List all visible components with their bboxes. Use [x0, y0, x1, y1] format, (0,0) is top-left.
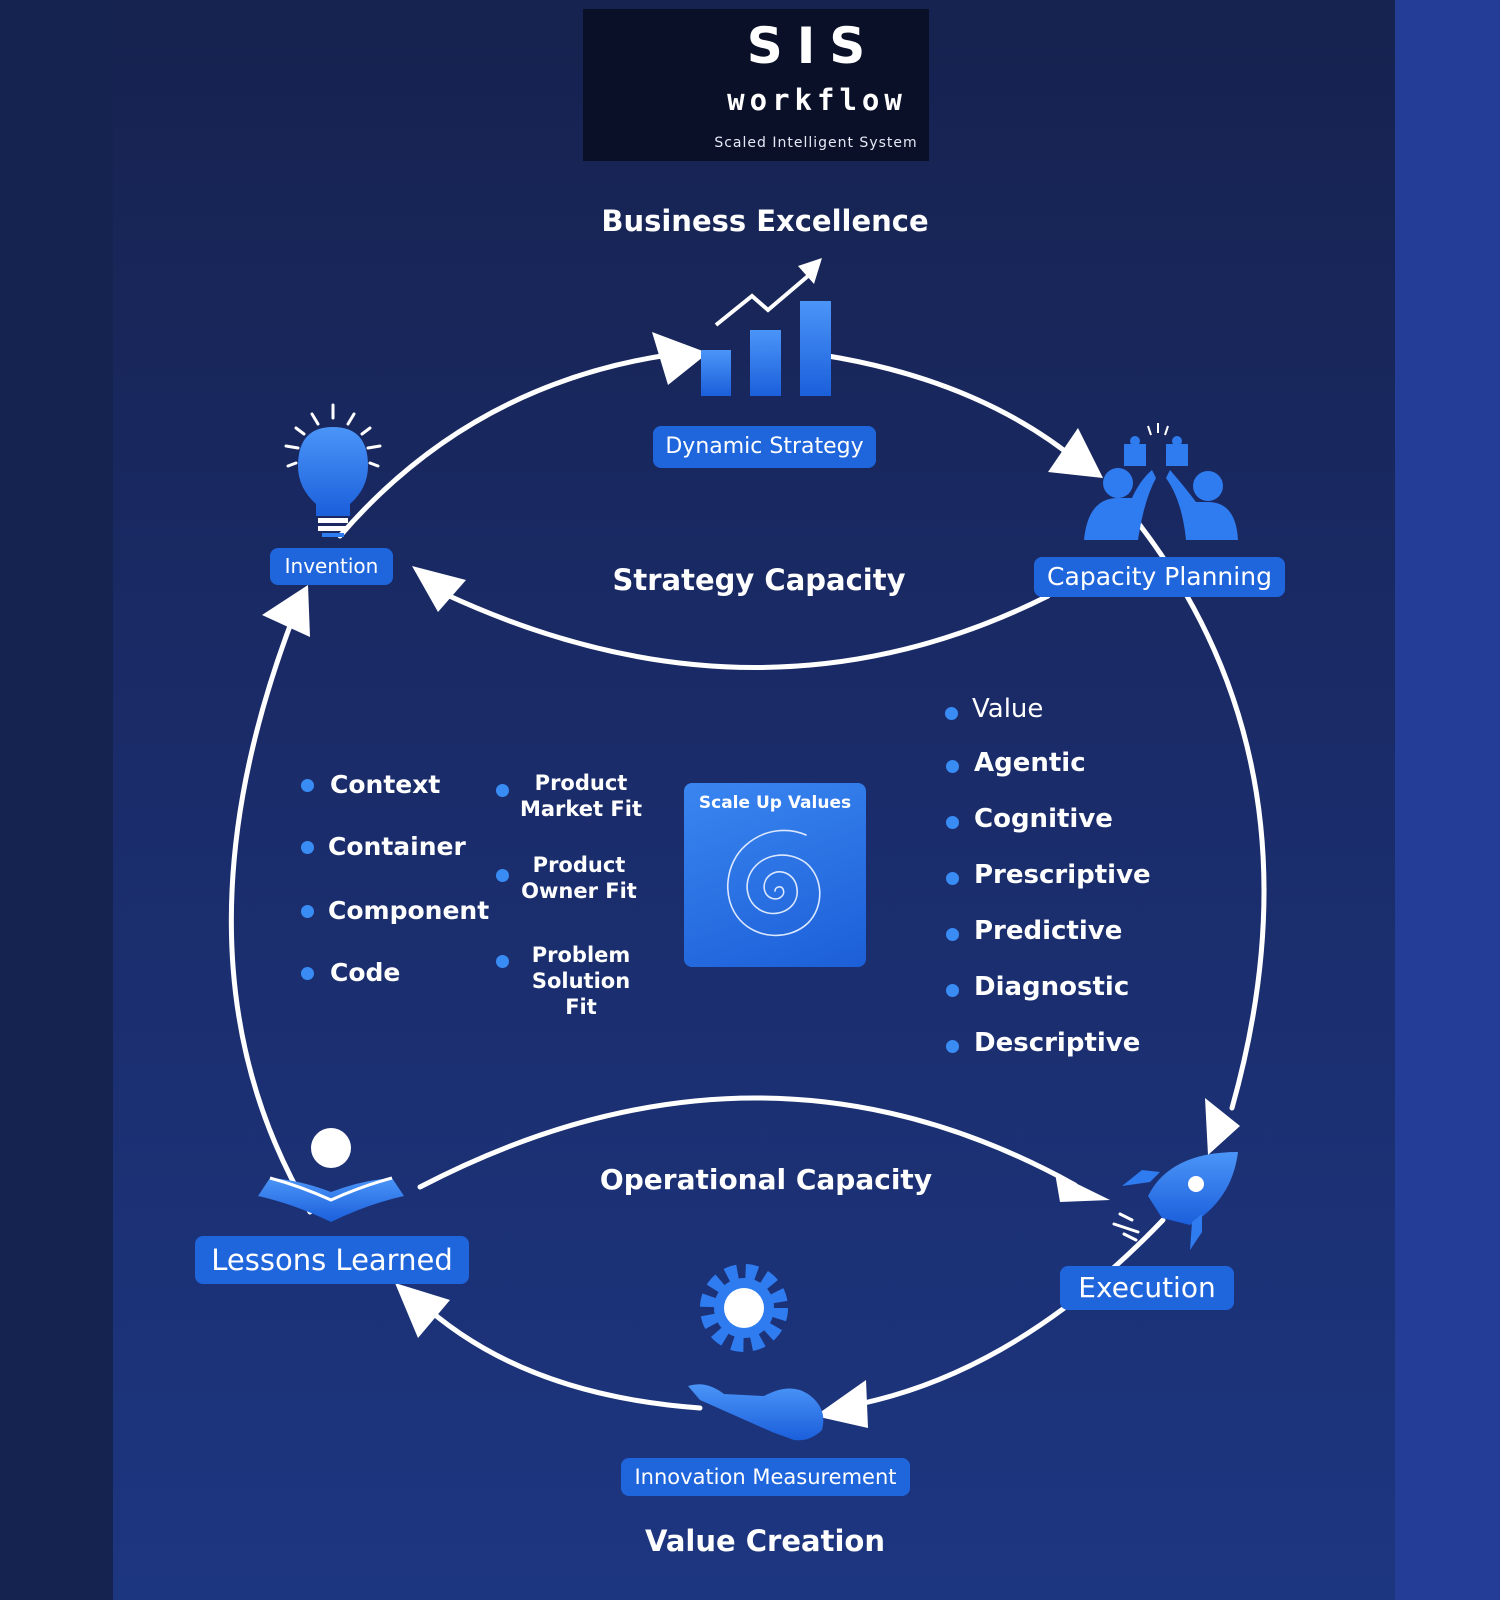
fit-label: Problem Solution Fit [531, 943, 631, 1019]
bullet-dot [496, 955, 509, 968]
bullet-dot [946, 816, 959, 829]
heading-strategy-capacity: Strategy Capacity [612, 563, 906, 597]
heading-business-excellence: Business Excellence [601, 204, 929, 238]
logo-title: SIS [746, 17, 880, 75]
arrowhead-capacity [1048, 428, 1103, 478]
arrowhead-lessons [395, 1283, 450, 1338]
fit-label: Product Owner Fit [521, 853, 637, 903]
list-item-label: Container [328, 832, 466, 861]
reader-book-icon [258, 1128, 404, 1222]
bullet-dot [946, 872, 959, 885]
background-left-band [0, 0, 113, 1600]
node-capacity-planning: Capacity Planning [1034, 557, 1285, 597]
light-bulb-icon [284, 403, 382, 537]
arc-capacity-to-invention [442, 591, 1051, 670]
arrowhead-innovation [815, 1380, 868, 1428]
arrowhead-strategy [652, 332, 708, 385]
scale-up-values-box: Scale Up Values [684, 783, 866, 967]
node-innovation-measurement: Innovation Measurement [621, 1458, 910, 1496]
list-item-label: Component [328, 896, 490, 925]
list-item-label: Diagnostic [974, 972, 1130, 1002]
arrowhead-execution [1205, 1098, 1240, 1155]
bullet-dot [946, 928, 959, 941]
bullet-dot [946, 760, 959, 773]
spiral-icon [727, 829, 821, 937]
bullet-dot [301, 779, 314, 792]
logo-tagline: Scaled Intelligent System [714, 135, 918, 151]
arc-execution-to-innovation [835, 1217, 1166, 1411]
arrowheads [262, 332, 1240, 1428]
list-item-label: Code [330, 958, 401, 987]
arc-lessons-to-execution [417, 1095, 1078, 1190]
arc-strategy-to-capacity [819, 352, 1083, 466]
list-item-label: Predictive [974, 916, 1123, 946]
logo-subtitle: workflow [727, 83, 907, 117]
bullet-dot [946, 984, 959, 997]
bullet-dot [496, 869, 509, 882]
heading-operational-capacity: Operational Capacity [599, 1163, 933, 1196]
arc-capacity-to-execution [1125, 507, 1267, 1111]
list-item-label: Context [330, 770, 441, 799]
list-item-label: Descriptive [974, 1028, 1141, 1058]
gear-hand-icon [688, 1264, 824, 1441]
background-right-band [1395, 0, 1500, 1600]
list-item-label: Agentic [974, 748, 1086, 778]
fit-label: Product Market Fit [519, 771, 642, 821]
team-puzzle-icon [1084, 423, 1238, 540]
rocket-icon [1112, 1152, 1238, 1250]
fit-product-market: Product Market Fit [496, 770, 646, 824]
arrowhead-operational-capacity [1055, 1173, 1110, 1202]
scale-up-values-title: Scale Up Values [698, 793, 852, 813]
bullet-dot [496, 784, 509, 797]
sis-workflow-logo: SIS workflow Scaled Intelligent System [583, 9, 929, 161]
node-execution: Execution [1060, 1266, 1234, 1310]
fit-product-owner: Product Owner Fit [496, 852, 646, 906]
arrowhead-strategy-capacity [412, 566, 466, 612]
bullet-dot [301, 905, 314, 918]
bar-chart-trend-icon [701, 258, 831, 396]
bullet-dot [301, 841, 314, 854]
arc-innovation-to-lessons [415, 1297, 703, 1411]
heading-value-creation: Value Creation [645, 1524, 885, 1558]
list-item-label: Cognitive [974, 804, 1113, 834]
node-invention: Invention [270, 548, 393, 585]
bullet-dot [301, 967, 314, 980]
bullet-dot [945, 707, 958, 720]
node-lessons-learned: Lessons Learned [195, 1236, 469, 1284]
node-dynamic-strategy: Dynamic Strategy [653, 426, 876, 468]
list-item-label: Prescriptive [974, 860, 1151, 890]
arrowhead-invention [262, 585, 310, 637]
bullet-dot [946, 1040, 959, 1053]
list-item-label: Value [972, 694, 1044, 724]
fit-problem-solution: Problem Solution Fit [496, 942, 646, 1019]
arc-invention-to-strategy [337, 352, 671, 539]
arc-lessons-to-invention [228, 607, 313, 1215]
